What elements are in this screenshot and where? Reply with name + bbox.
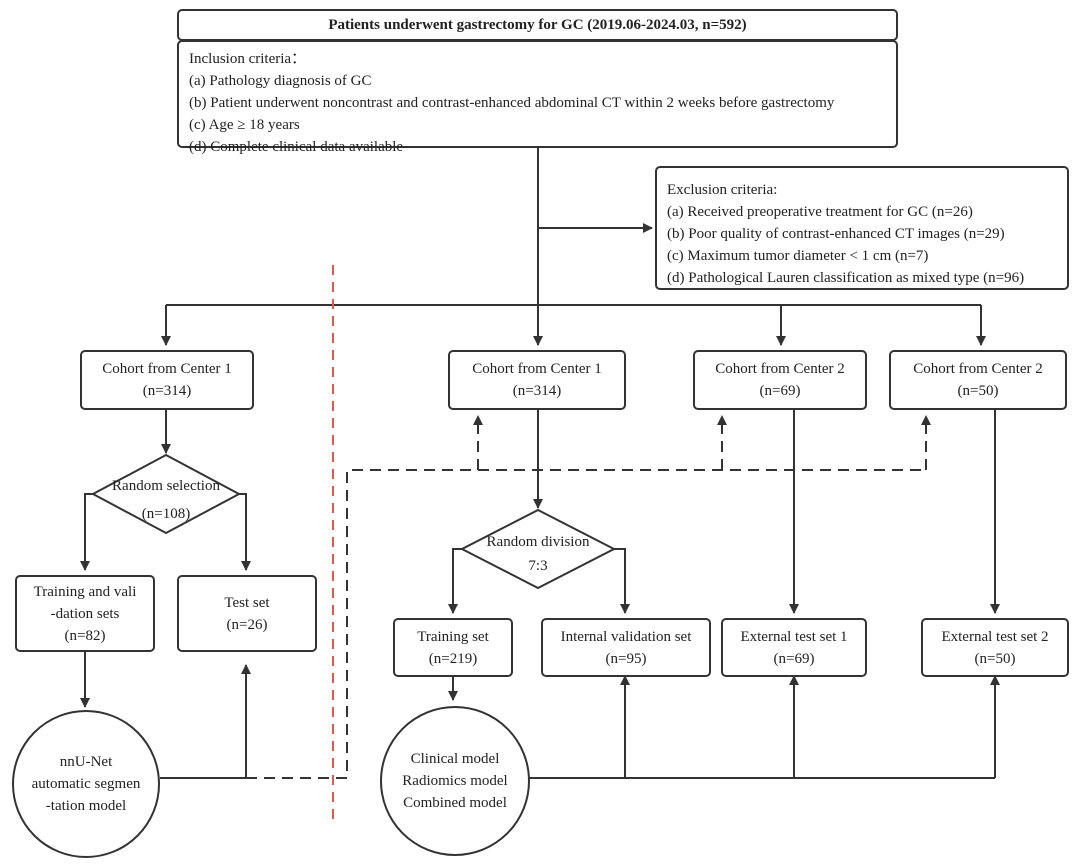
test-label: Test set [224,594,270,611]
train-count: (n=219) [428,650,478,667]
nnunet-to-test-arrow [160,664,251,779]
division-ratio: 7:3 [528,558,548,574]
exclusion-heading: Exclusion criteria: [667,182,778,198]
inclusion-item: (c) Age ≥ 18 years [189,117,300,133]
inclusion-item: (b) Patient underwent noncontrast and co… [189,95,835,111]
inclusion-item: (a) Pathology diagnosis of GC [189,73,372,89]
cohort-count: (n=314) [512,383,562,399]
title-box: Patients underwent gastrectomy for GC (2… [177,9,898,41]
internal-label: Internal validation set [560,628,692,645]
model-line1: nnU-Net [59,754,113,770]
test-count: (n=26) [226,616,268,633]
inclusion-heading: Inclusion criteria： [189,51,307,67]
random-selection-label: Random selection (n=108) [96,478,236,525]
train-line1: Training and vali [33,583,137,600]
training-validation-sets-box: Training and vali -dation sets (n=82) [15,575,155,652]
cohort-count: (n=50) [957,383,999,399]
clinical-model-label: Clinical model [410,751,500,767]
cohort-count: (n=314) [142,383,192,399]
test-set-box: Test set (n=26) [177,575,317,652]
ext1-count: (n=69) [773,650,815,667]
ext2-label: External test set 2 [941,628,1049,645]
division-to-train-arrow [448,548,462,614]
random-division-label: Random division 7:3 [466,534,610,581]
external-test-set1-box: External test set 1 (n=69) [721,618,867,677]
exclusion-criteria-box: Exclusion criteria: (a) Received preoper… [655,166,1069,290]
train-label: Training set [417,628,489,645]
cohort-label: Cohort from Center 2 [715,361,845,377]
internal-validation-set-box: Internal validation set (n=95) [541,618,711,677]
random-selection-diamond [90,453,242,535]
ext1-label: External test set 1 [740,628,848,645]
train-line2: -dation sets [50,605,120,622]
model-line3: -tation model [45,798,127,814]
radiomics-model-label: Radiomics model [402,773,508,789]
exclusion-item: (c) Maximum tumor diameter < 1 cm (n=7) [667,248,929,264]
model-line2: automatic segmen [31,776,141,792]
random-division-diamond [459,508,617,590]
exclusion-item: (b) Poor quality of contrast-enhanced CT… [667,226,1005,242]
division-label: Random division [486,534,590,550]
cohort-center2b-box: Cohort from Center 2 (n=50) [889,350,1067,410]
cohort-center2a-box: Cohort from Center 2 (n=69) [693,350,867,410]
left-cohort-center1-box: Cohort from Center 1 (n=314) [80,350,254,410]
exclusion-item: (a) Received preoperative treatment for … [667,204,973,220]
train-count: (n=82) [64,627,106,644]
inclusion-item: (d) Complete clinical data available [189,139,404,155]
combined-model-label: Combined model [403,795,507,811]
internal-count: (n=95) [605,650,647,667]
cohort-label: Cohort from Center 1 [472,361,602,377]
division-to-internal-arrow [614,548,630,614]
dashed-segmentation-link [246,469,926,779]
ext2-count: (n=50) [974,650,1016,667]
selection-to-test-arrow [239,493,251,571]
cohort-count: (n=69) [759,383,801,399]
inclusion-criteria-box: Inclusion criteria： (a) Pathology diagno… [177,40,898,155]
selection-count: (n=108) [141,506,191,522]
right-cohort-center1-box: Cohort from Center 1 (n=314) [448,350,626,410]
exclusion-item: (d) Pathological Lauren classification a… [667,270,1025,286]
nnunet-model-circle: nnU-Net automatic segmen -tation model [12,710,160,858]
selection-to-train-arrow [80,493,93,571]
prediction-models-circle: Clinical model Radiomics model Combined … [380,706,530,856]
selection-label: Random selection [112,478,220,494]
training-set-box: Training set (n=219) [393,618,513,677]
title-text: Patients underwent gastrectomy for GC (2… [328,17,747,33]
external-test-set2-box: External test set 2 (n=50) [921,618,1069,677]
cohort-label: Cohort from Center 2 [913,361,1043,377]
cohort-label: Cohort from Center 1 [102,361,232,377]
